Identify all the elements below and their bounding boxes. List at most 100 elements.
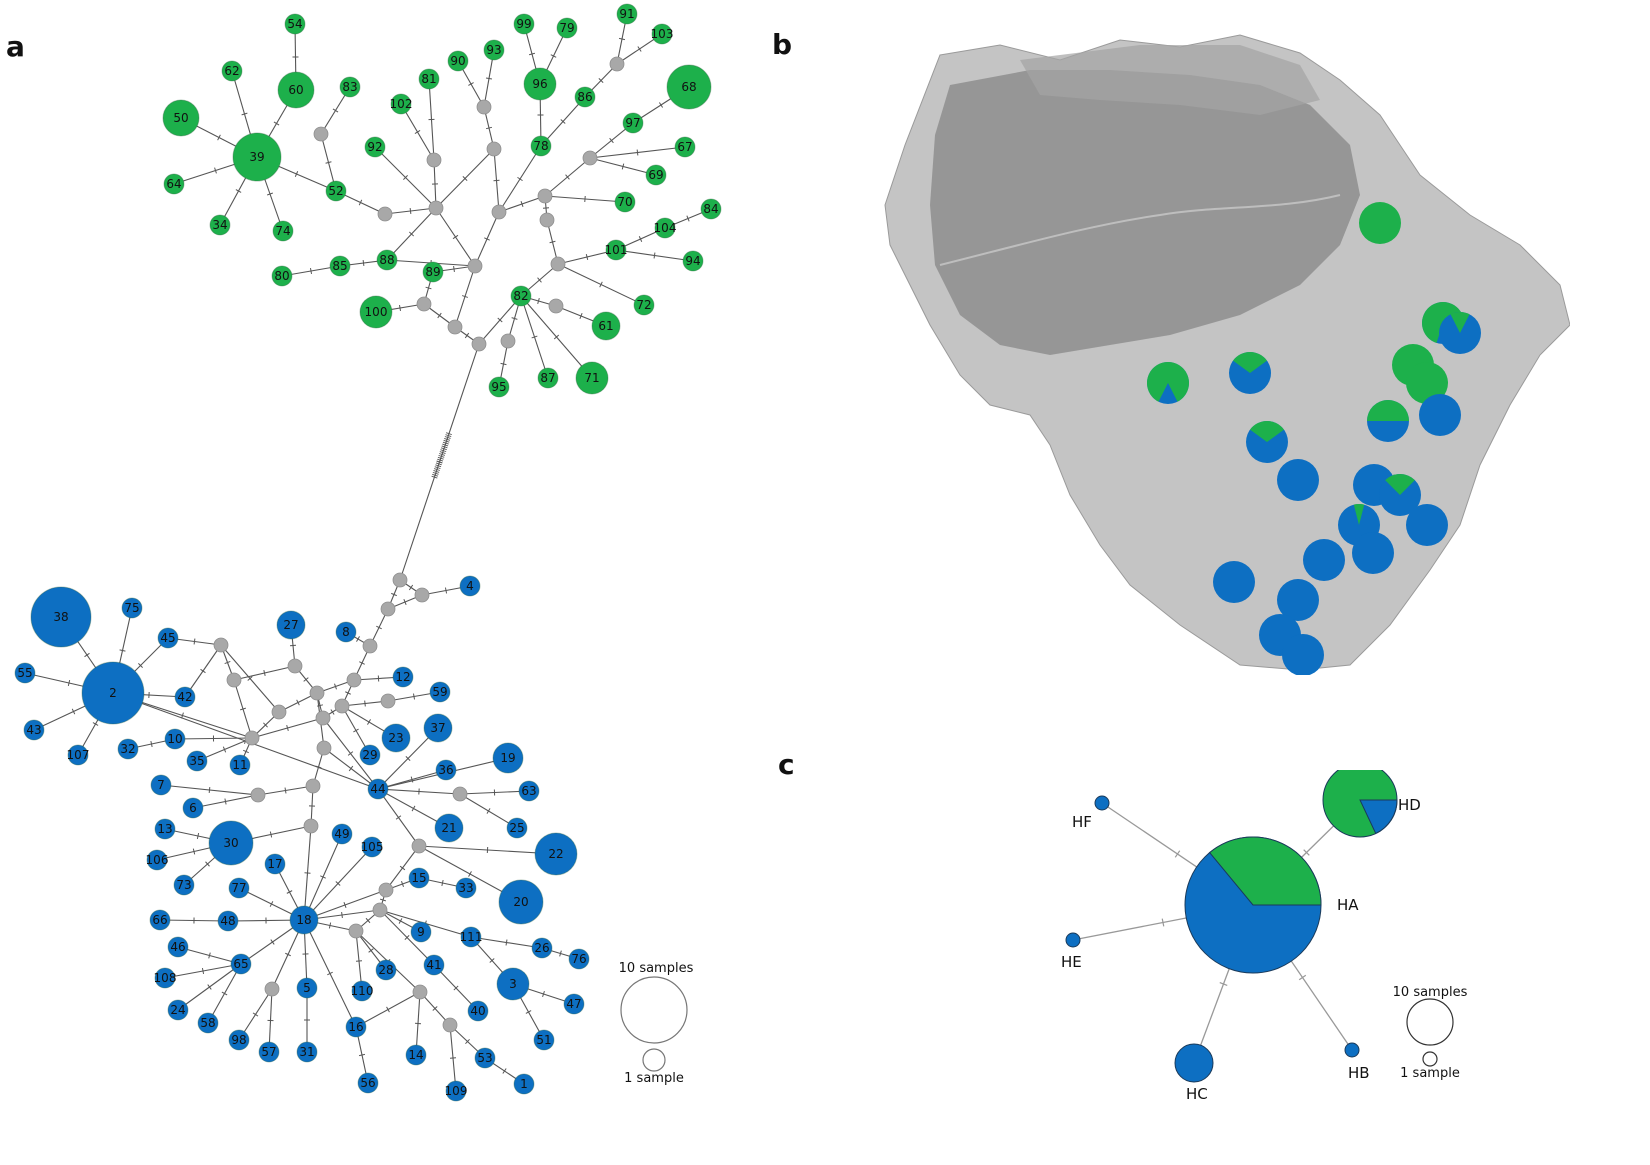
mutation-tick bbox=[1174, 850, 1181, 858]
mutation-tick bbox=[235, 189, 242, 193]
haplotype-node-29 bbox=[359, 744, 381, 766]
haplotype-node-99 bbox=[513, 13, 535, 35]
haplotype-node-7 bbox=[150, 774, 172, 796]
haplotype-label-HE: HE bbox=[1061, 953, 1082, 971]
haplotype-label-30: 30 bbox=[223, 836, 238, 850]
haplotype-node-86 bbox=[574, 86, 596, 108]
mutation-tick bbox=[432, 471, 439, 475]
mutation-tick bbox=[441, 879, 444, 887]
map-pie-18 bbox=[1277, 579, 1319, 621]
mutation-tick bbox=[542, 990, 545, 998]
haplotype-node-32 bbox=[117, 738, 139, 760]
haplotype-label-101: 101 bbox=[605, 243, 628, 257]
median-vector-node bbox=[380, 601, 396, 617]
haplotype-label-94: 94 bbox=[685, 254, 700, 268]
mutation-tick bbox=[1303, 849, 1310, 856]
mutation-tick bbox=[408, 231, 415, 237]
mutation-tick bbox=[398, 918, 403, 924]
map-pie-4 bbox=[1147, 362, 1189, 404]
mutation-tick bbox=[348, 765, 354, 772]
haplotype-node-56 bbox=[357, 1072, 379, 1094]
mutation-tick bbox=[196, 832, 200, 840]
haplotype-label-77: 77 bbox=[231, 881, 246, 895]
haplotype-label-58: 58 bbox=[200, 1016, 215, 1030]
haplotype-label-87: 87 bbox=[540, 371, 555, 385]
haplotype-node-42 bbox=[174, 686, 196, 708]
mutation-tick bbox=[440, 449, 447, 453]
network-a-edges bbox=[24, 13, 712, 1092]
mutation-tick bbox=[636, 149, 639, 156]
mutation-tick bbox=[404, 935, 410, 940]
mutation-tick bbox=[356, 636, 360, 642]
haplotype-label-81: 81 bbox=[421, 72, 436, 86]
median-vector-node bbox=[426, 152, 442, 168]
mutation-tick bbox=[437, 456, 444, 460]
mutation-tick bbox=[585, 253, 589, 261]
haplotype-node-47 bbox=[563, 993, 585, 1015]
mutation-tick bbox=[1298, 974, 1307, 981]
haplotype-node-44 bbox=[367, 778, 389, 800]
mutation-tick bbox=[433, 470, 440, 473]
map-pie-7-green bbox=[1233, 352, 1267, 373]
haplotype-label-89: 89 bbox=[425, 265, 440, 279]
median-vector-node bbox=[548, 298, 564, 314]
haplotype-label-93: 93 bbox=[486, 43, 501, 57]
mutation-tick bbox=[364, 700, 366, 707]
haplotype-label-9: 9 bbox=[417, 925, 425, 939]
mutation-tick bbox=[320, 875, 326, 879]
haplotype-node-76 bbox=[568, 948, 590, 970]
haplotype-label-HF: HF bbox=[1072, 813, 1092, 831]
haplotype-label-64: 64 bbox=[166, 177, 181, 191]
map-pie-9 bbox=[1246, 421, 1288, 463]
haplotype-node-21 bbox=[434, 813, 464, 843]
mutation-tick bbox=[549, 240, 556, 244]
median-vector-node bbox=[316, 740, 332, 756]
haplotype-label-29: 29 bbox=[362, 748, 377, 762]
mutation-tick bbox=[309, 267, 313, 275]
mutation-tick bbox=[355, 960, 363, 962]
haplotype-label-HC: HC bbox=[1186, 1085, 1208, 1103]
haplotype-node-88 bbox=[376, 249, 398, 271]
haplotype-node-53 bbox=[474, 1047, 496, 1069]
map-pie-18-blue bbox=[1277, 579, 1319, 621]
haplotype-node-12 bbox=[392, 666, 414, 688]
map-pie-6 bbox=[1406, 362, 1448, 404]
mutation-tick bbox=[92, 722, 99, 726]
mutation-tick bbox=[434, 466, 441, 470]
haplotype-label-55: 55 bbox=[17, 666, 32, 680]
median-vector-node bbox=[411, 838, 427, 854]
haplotype-node-74 bbox=[272, 220, 294, 242]
median-vector-node bbox=[271, 704, 287, 720]
haplotype-label-83: 83 bbox=[342, 80, 357, 94]
haplotype-node-52 bbox=[325, 180, 347, 202]
haplotype-node-87 bbox=[537, 367, 559, 389]
mutation-tick bbox=[247, 676, 253, 681]
haplotype-node-45 bbox=[157, 627, 179, 649]
mutation-tick bbox=[431, 475, 438, 479]
haplotype-node-66 bbox=[149, 909, 171, 931]
haplotype-node-22 bbox=[534, 832, 578, 876]
mutation-tick bbox=[386, 1006, 390, 1013]
mutation-tick bbox=[201, 967, 205, 975]
haplotype-label-59: 59 bbox=[432, 685, 447, 699]
haplotype-label-27: 27 bbox=[283, 618, 298, 632]
haplotype-node-70 bbox=[614, 191, 636, 213]
mutation-tick bbox=[638, 236, 643, 242]
haplotype-label-35: 35 bbox=[189, 754, 204, 768]
map-pie-13-green bbox=[1353, 504, 1365, 525]
haplotype-node-82 bbox=[510, 285, 532, 307]
mutation-tick bbox=[425, 286, 432, 290]
haplotype-node-79 bbox=[556, 17, 578, 39]
mutation-tick bbox=[531, 335, 538, 339]
mutation-tick bbox=[328, 922, 332, 929]
haplotype-node-34 bbox=[209, 214, 231, 236]
mutation-tick bbox=[252, 1012, 259, 1017]
median-vector-node bbox=[362, 638, 378, 654]
mutation-tick bbox=[408, 584, 414, 591]
legend-a-small-circle bbox=[642, 1048, 666, 1072]
haplotype-label-100: 100 bbox=[365, 305, 388, 319]
haplotype-label-10: 10 bbox=[167, 732, 182, 746]
haplotype-node-77 bbox=[228, 877, 250, 899]
map-pie-21-blue bbox=[1419, 394, 1461, 436]
map-pie-12-green bbox=[1385, 474, 1415, 495]
